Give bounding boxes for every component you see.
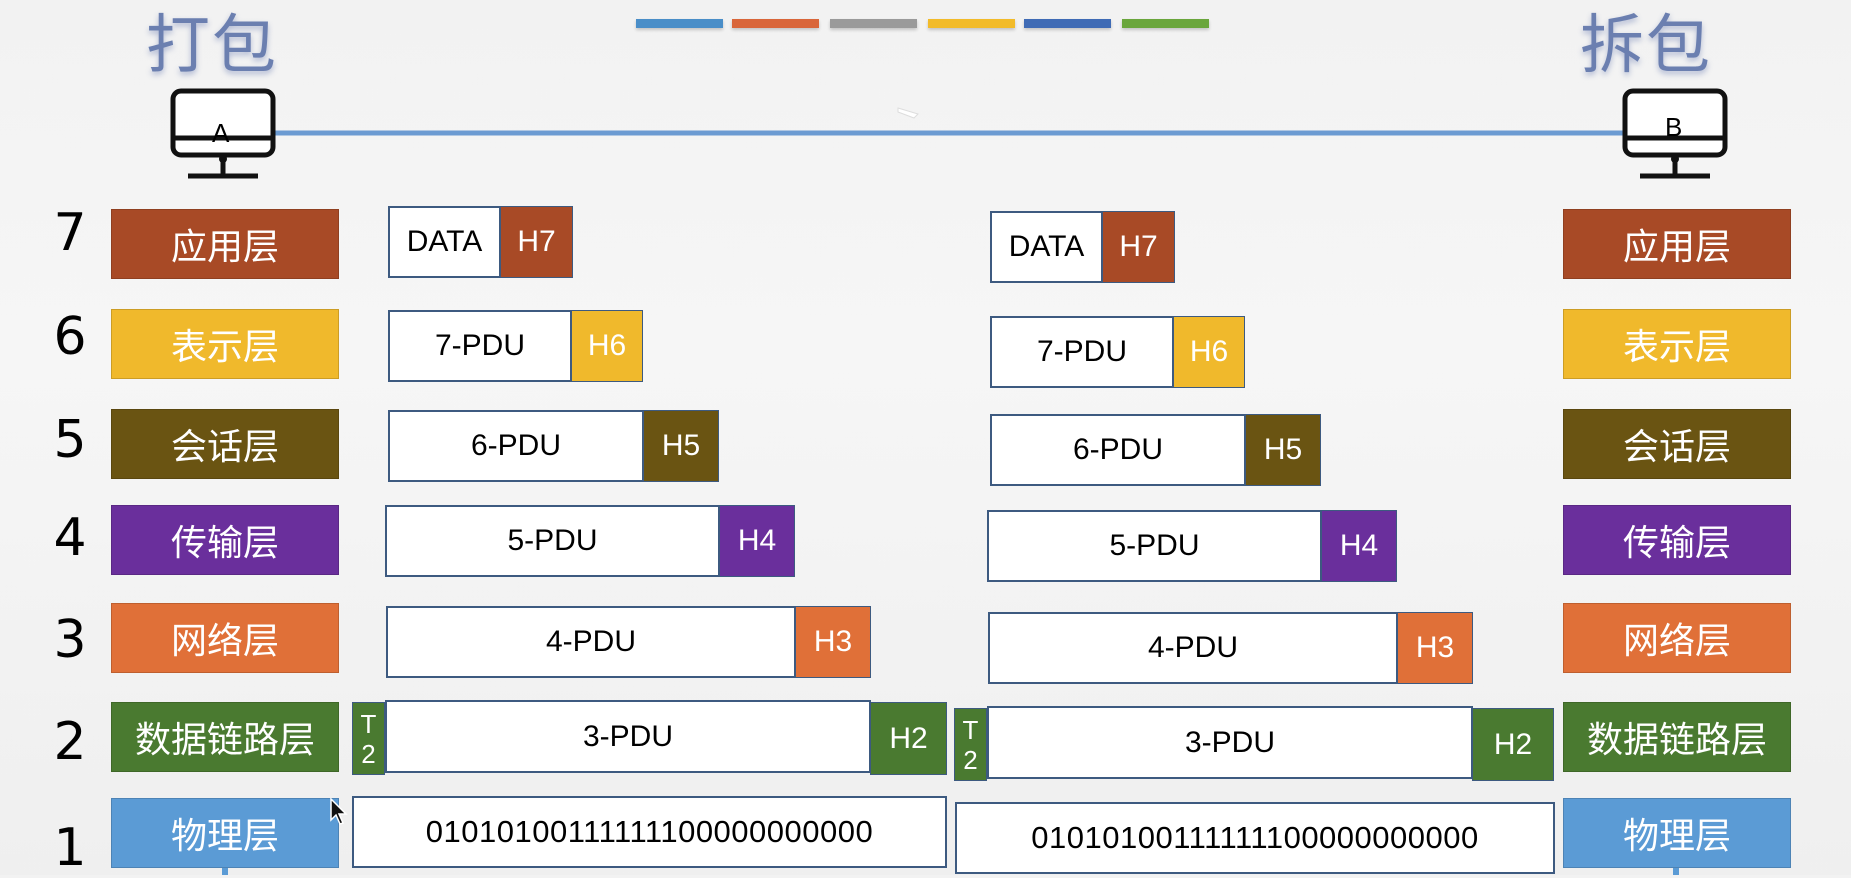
left-pdu-2-data: 3-PDU xyxy=(385,700,871,773)
trailer-2: 2 xyxy=(963,744,978,775)
left-layer-application: 应用层 xyxy=(111,209,339,279)
right-pdu-3-header: H3 xyxy=(1397,612,1473,684)
right-pdu-5-data: 6-PDU xyxy=(990,414,1246,486)
layer-number-2: 2 xyxy=(53,712,87,772)
unpack-title: 拆包 xyxy=(1580,9,1712,83)
left-pdu-7-data: DATA xyxy=(388,206,501,278)
layer-number-4: 4 xyxy=(53,508,87,568)
trailer-t: T xyxy=(360,708,377,739)
legend-bar-5 xyxy=(1024,19,1111,28)
layer-number-5: 5 xyxy=(53,410,87,470)
monitor-icon xyxy=(1622,88,1728,179)
right-layer-presentation: 表示层 xyxy=(1563,309,1791,379)
right-layer-session: 会话层 xyxy=(1563,409,1791,479)
right-pdu-2-header: H2 xyxy=(1472,708,1554,781)
host-b: B xyxy=(1622,88,1728,182)
right-pdu-4-header: H4 xyxy=(1321,510,1397,582)
layer-number-7: 7 xyxy=(53,203,87,263)
right-pdu-2-data: 3-PDU xyxy=(987,706,1473,779)
left-pdu-4-data: 5-PDU xyxy=(385,505,720,577)
pack-title: 打包 xyxy=(146,9,278,83)
left-pdu-4-header: H4 xyxy=(719,505,795,577)
trailer-2: 2 xyxy=(361,738,376,769)
left-pdu-6-header: H6 xyxy=(571,310,643,382)
left-layer-datalink: 数据链路层 xyxy=(111,702,339,772)
cursor-icon xyxy=(330,798,348,825)
host-a-label: A xyxy=(212,118,230,148)
legend-bar-2 xyxy=(732,19,819,28)
right-layer-network: 网络层 xyxy=(1563,603,1791,673)
left-layer-physical: 物理层 xyxy=(111,798,339,868)
right-layer-application: 应用层 xyxy=(1563,209,1791,279)
left-layer-presentation: 表示层 xyxy=(111,309,339,379)
right-pdu-7-header: H7 xyxy=(1102,211,1175,283)
left-pdu-5-data: 6-PDU xyxy=(388,410,644,482)
right-pdu-4-data: 5-PDU xyxy=(987,510,1322,582)
legend-bar-4 xyxy=(928,19,1015,28)
physical-link-stub-left xyxy=(222,868,228,875)
left-pdu-5-header: H5 xyxy=(643,410,719,482)
left-layer-network: 网络层 xyxy=(111,603,339,673)
right-pdu-6-header: H6 xyxy=(1173,316,1245,388)
right-pdu-7-data: DATA xyxy=(990,211,1103,283)
left-pdu-3-data: 4-PDU xyxy=(386,606,796,678)
network-link xyxy=(274,107,1625,136)
legend xyxy=(636,19,1210,31)
left-pdu-3-header: H3 xyxy=(795,606,871,678)
right-layer-physical: 物理层 xyxy=(1563,798,1791,868)
left-layer-session: 会话层 xyxy=(111,409,339,479)
left-pdu-7-header: H7 xyxy=(500,206,573,278)
left-pdu-1-bits: 01010100111111100000000000 xyxy=(352,796,947,868)
host-a: A xyxy=(170,88,276,182)
left-pdu-2-header: H2 xyxy=(870,702,947,775)
right-pdu-2-trailer: T 2 xyxy=(954,708,987,781)
right-layer-transport: 传输层 xyxy=(1563,505,1791,575)
right-pdu-1-bits: 01010100111111100000000000 xyxy=(955,802,1555,874)
layer-number-3: 3 xyxy=(53,610,87,670)
legend-bar-1 xyxy=(636,19,723,28)
monitor-icon xyxy=(170,88,276,179)
right-pdu-6-data: 7-PDU xyxy=(990,316,1174,388)
right-pdu-5-header: H5 xyxy=(1245,414,1321,486)
left-pdu-6-data: 7-PDU xyxy=(388,310,572,382)
trailer-t: T xyxy=(962,714,979,745)
left-layer-transport: 传输层 xyxy=(111,505,339,575)
left-pdu-2-trailer: T 2 xyxy=(352,702,385,775)
legend-bar-6 xyxy=(1122,19,1209,28)
right-layer-datalink: 数据链路层 xyxy=(1563,702,1791,772)
layer-number-6: 6 xyxy=(53,307,87,367)
host-b-label: B xyxy=(1665,112,1683,142)
right-pdu-3-data: 4-PDU xyxy=(988,612,1398,684)
physical-link-stub-right xyxy=(1673,868,1679,875)
layer-number-1: 1 xyxy=(53,818,87,878)
legend-bar-3 xyxy=(830,19,917,28)
